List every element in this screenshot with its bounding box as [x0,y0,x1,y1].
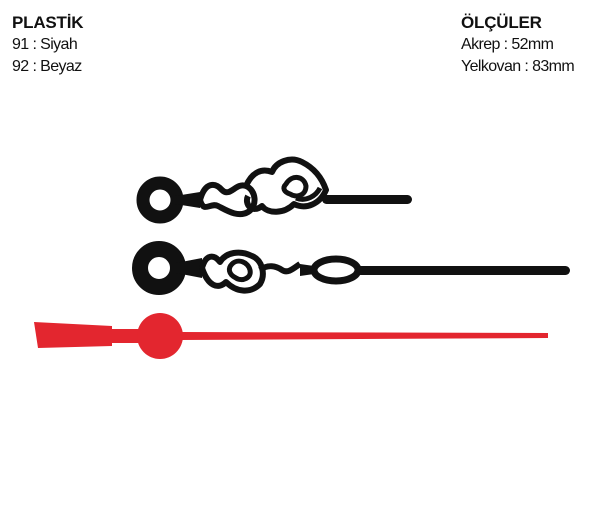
material-info: PLASTİK 91 : Siyah 92 : Beyaz [12,12,84,78]
second-hand-icon [34,313,548,359]
minute-hand-length: Yelkovan : 83mm [461,58,575,75]
hour-hand-length: Akrep : 52mm [461,36,554,53]
minute-hand-icon [132,241,570,295]
hour-hand-icon [136,156,412,224]
material-heading: PLASTİK [12,13,84,32]
material-option-white: 92 : Beyaz [12,58,82,75]
material-option-black: 91 : Siyah [12,36,78,53]
dimensions-info: ÖLÇÜLER Akrep : 52mm Yelkovan : 83mm [461,12,575,78]
dimensions-heading: ÖLÇÜLER [461,13,542,32]
